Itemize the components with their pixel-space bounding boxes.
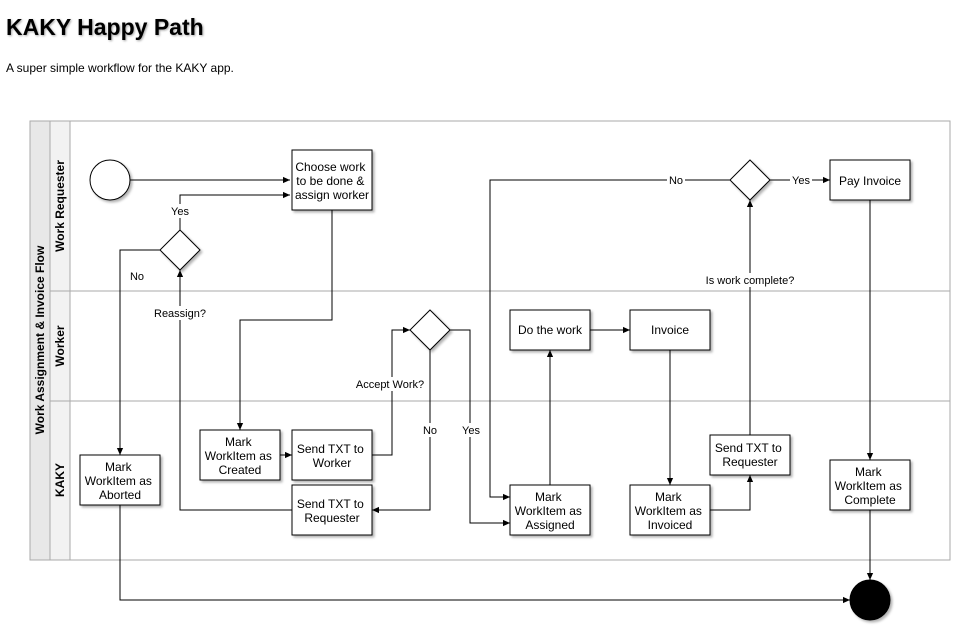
edge-reassign-no [116, 249, 160, 455]
edge-send-requester-to-reassign [176, 270, 292, 511]
node-mark-aborted[interactable]: Mark WorkItem as Aborted [79, 454, 161, 506]
accept-work-decision-gateway[interactable] [409, 309, 451, 351]
node-text-line: Requester [722, 455, 777, 469]
svg-text:Do the work: Do the work [518, 323, 583, 337]
node-text-line: Mark [105, 460, 133, 474]
node-text-line: Send TXT to [297, 497, 364, 511]
edge-labels: Yes No Reassign? Accept Work? No Yes No … [128, 173, 812, 437]
edge-label-reassign: Reassign? [154, 308, 206, 320]
node-text-line: Mark [535, 490, 563, 504]
svg-text:Pay Invoice: Pay Invoice [839, 174, 901, 188]
edge-choose-to-created [236, 210, 333, 430]
edge-label-yes-accept: Yes [462, 425, 480, 437]
edge-label-no-reassign: No [130, 271, 144, 283]
edge-label-no-complete: No [669, 175, 683, 187]
node-text-line: Assigned [525, 518, 574, 532]
edge-complete-no [489, 179, 730, 501]
node-text-line: Mark [655, 490, 683, 504]
edge-send-worker-to-accept [372, 326, 410, 456]
svg-text:Invoice: Invoice [651, 323, 689, 337]
node-text-line: Do the work [518, 323, 583, 337]
node-send-txt-requester-2[interactable]: Send TXT to Requester [709, 434, 791, 476]
svg-text:Send TXT to Requester: Send TXT to Requester [715, 441, 785, 469]
svg-text:Mark WorkItem as A: Mark WorkItem as Aborted [85, 460, 155, 502]
node-text-line: WorkItem as [515, 504, 582, 518]
lane-label-worker: Worker [53, 325, 67, 366]
pool-label: Work Assignment & Invoice Flow [33, 245, 47, 434]
node-choose-work[interactable]: Choose work to be done & assign worker [291, 149, 373, 211]
node-send-txt-worker[interactable]: Send TXT to Worker [291, 429, 373, 481]
node-do-the-work[interactable]: Do the work [509, 309, 591, 351]
svg-text:Mark WorkItem as C: Mark WorkItem as Created [205, 435, 275, 477]
node-text-line: WorkItem as [635, 504, 702, 518]
node-text-line: assign worker [295, 188, 369, 202]
node-text-line: Mark [855, 465, 883, 479]
edge-aborted-to-end [119, 505, 850, 604]
node-text-line: to be done & [296, 174, 364, 188]
node-text-line: Complete [844, 493, 896, 507]
edge-label-no-accept: No [423, 425, 437, 437]
node-text-line: Mark [225, 435, 253, 449]
node-mark-assigned[interactable]: Mark WorkItem as Assigned [509, 484, 591, 536]
edge-label-yes-complete: Yes [792, 175, 810, 187]
node-mark-complete[interactable]: Mark WorkItem as Complete [829, 459, 911, 511]
edges [116, 176, 874, 604]
node-send-txt-requester[interactable]: Send TXT to Requester [291, 484, 373, 536]
node-text-line: Aborted [99, 488, 141, 502]
edge-accept-no [372, 350, 431, 514]
node-mark-created[interactable]: Mark WorkItem as Created [199, 429, 281, 481]
node-text-line: Choose work [295, 160, 366, 174]
start-event[interactable] [89, 159, 131, 201]
node-text-line: WorkItem as [835, 479, 902, 493]
end-event[interactable] [849, 579, 891, 621]
svg-text:Choose work to be done &: Choose work to be done & assign worker [295, 160, 369, 202]
node-text-line: Send TXT to [715, 441, 782, 455]
reassign-decision-gateway[interactable] [159, 229, 201, 271]
node-text-line: Requester [304, 511, 359, 525]
node-text-line: Send TXT to [297, 442, 364, 456]
svg-text:Mark WorkItem as I: Mark WorkItem as Invoiced [635, 490, 705, 532]
edge-reassign-yes [179, 191, 290, 230]
node-text-line: WorkItem as [85, 474, 152, 488]
node-text-line: WorkItem as [205, 449, 272, 463]
work-complete-decision-gateway[interactable] [729, 159, 771, 201]
svg-text:Mark WorkItem as A: Mark WorkItem as Assigned [515, 490, 585, 532]
svg-text:Mark WorkItem as C: Mark WorkItem as Complete [835, 465, 905, 507]
node-text-line: Created [219, 463, 262, 477]
node-pay-invoice[interactable]: Pay Invoice [829, 159, 911, 201]
edge-label-is-work-complete: Is work complete? [706, 275, 795, 287]
page-title: KAKY Happy Path [6, 14, 204, 40]
lane-label-work-requester: Work Requester [53, 160, 67, 252]
page-subtitle: A super simple workflow for the KAKY app… [6, 61, 234, 75]
node-text-line: Invoiced [648, 518, 693, 532]
edge-invoiced-to-send-requester [710, 475, 754, 511]
edge-label-yes-reassign: Yes [171, 206, 189, 218]
node-text-line: Pay Invoice [839, 174, 901, 188]
node-text-line: Invoice [651, 323, 689, 337]
edge-label-accept-work: Accept Work? [356, 379, 424, 391]
node-mark-invoiced[interactable]: Mark WorkItem as Invoiced [629, 484, 711, 536]
lane-label-kaky: KAKY [53, 463, 67, 497]
svg-text:Send TXT to Worker: Send TXT to Worker [297, 442, 367, 470]
node-text-line: Worker [313, 456, 351, 470]
node-invoice[interactable]: Invoice [629, 309, 711, 351]
svg-text:Send TXT to Requester: Send TXT to Requester [297, 497, 367, 525]
